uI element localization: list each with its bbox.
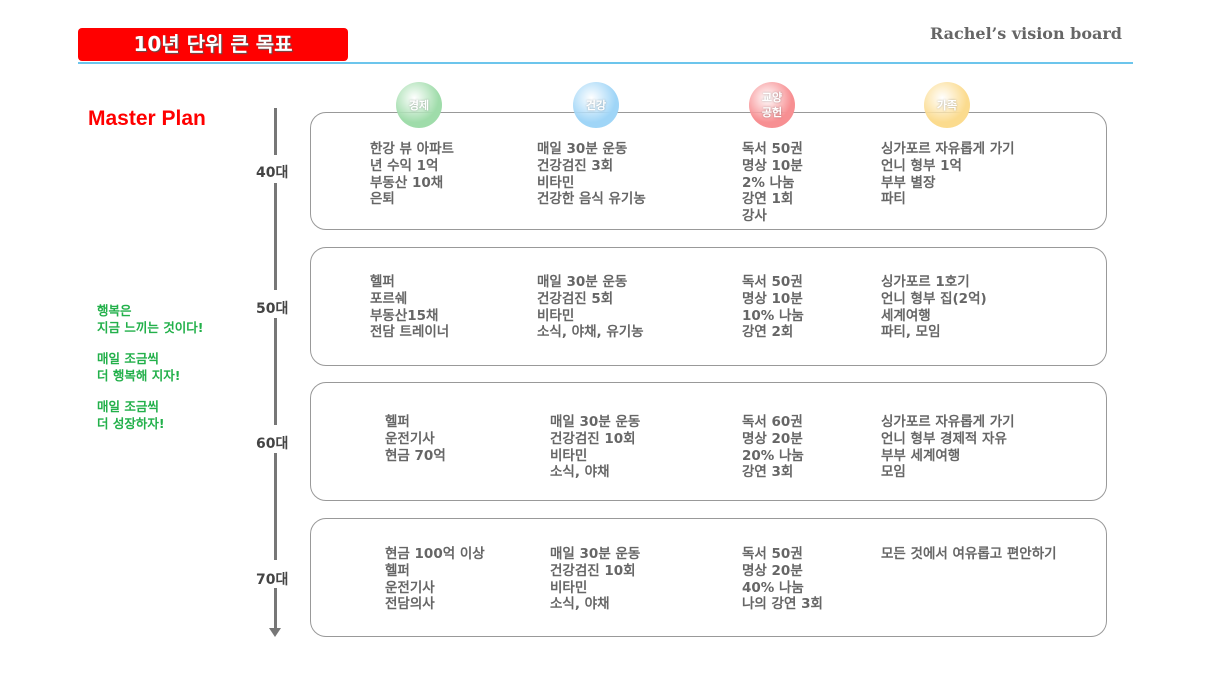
goal-cell: 헬퍼 포르쉐 부동산15채 전담 트레이너 bbox=[370, 274, 450, 341]
decade-row bbox=[310, 518, 1107, 637]
timeline-line bbox=[274, 588, 277, 630]
category-badge: 교양 공헌 bbox=[749, 82, 795, 128]
goal-cell: 헬퍼 운전기사 현금 70억 bbox=[385, 414, 446, 464]
category-badge: 가족 bbox=[924, 82, 970, 128]
goal-cell: 매일 30분 운동 건강검진 5회 비타민 소식, 야채, 유기농 bbox=[537, 274, 644, 341]
age-label: 60대 bbox=[256, 436, 289, 452]
decade-row bbox=[310, 247, 1107, 366]
goal-cell: 한강 뷰 아파트 년 수익 1억 부동산 10채 은퇴 bbox=[370, 141, 454, 208]
age-label: 50대 bbox=[256, 301, 289, 317]
quote-happiness: 행복은 지금 느끼는 것이다! bbox=[97, 303, 204, 335]
age-label: 70대 bbox=[256, 572, 289, 588]
timeline-line bbox=[274, 108, 277, 155]
header-divider bbox=[78, 62, 1133, 64]
goal-cell: 현금 100억 이상 헬퍼 운전기사 전담의사 bbox=[385, 546, 485, 613]
age-label: 40대 bbox=[256, 165, 289, 181]
category-badge: 건강 bbox=[573, 82, 619, 128]
timeline-line bbox=[274, 183, 277, 290]
goal-cell: 매일 30분 운동 건강검진 10회 비타민 소식, 야채 bbox=[550, 414, 641, 481]
goal-cell: 싱가포르 자유롭게 가기 언니 형부 경제적 자유 부부 세계여행 모임 bbox=[881, 414, 1015, 481]
goal-cell: 매일 30분 운동 건강검진 3회 비타민 건강한 음식 유기농 bbox=[537, 141, 646, 208]
category-badge: 경제 bbox=[396, 82, 442, 128]
goal-cell: 싱가포르 1호기 언니 형부 집(2억) 세계여행 파티, 모임 bbox=[881, 274, 987, 341]
decade-row bbox=[310, 112, 1107, 230]
quote-grow: 매일 조금씩 더 성장하자! bbox=[97, 399, 165, 431]
board-title: Rachel’s vision board bbox=[930, 24, 1122, 43]
goal-cell: 싱가포르 자유롭게 가기 언니 형부 1억 부부 별장 파티 bbox=[881, 141, 1015, 208]
goal-cell: 독서 50권 명상 10분 2% 나눔 강연 1회 강사 bbox=[742, 141, 803, 225]
decade-row bbox=[310, 382, 1107, 501]
timeline-line bbox=[274, 318, 277, 425]
goal-cell: 독서 60권 명상 20분 20% 나눔 강연 3회 bbox=[742, 414, 804, 481]
timeline-arrow-icon bbox=[269, 628, 281, 637]
master-plan-heading: Master Plan bbox=[88, 107, 206, 130]
quote-happier: 매일 조금씩 더 행복해 지자! bbox=[97, 351, 181, 383]
goal-cell: 매일 30분 운동 건강검진 10회 비타민 소식, 야채 bbox=[550, 546, 641, 613]
goal-cell: 모든 것에서 여유롭고 편안하기 bbox=[881, 546, 1057, 562]
goal-cell: 독서 50권 명상 20분 40% 나눔 나의 강연 3회 bbox=[742, 546, 823, 613]
timeline-line bbox=[274, 453, 277, 560]
title-banner: 10년 단위 큰 목표 bbox=[78, 28, 348, 61]
goal-cell: 독서 50권 명상 10분 10% 나눔 강연 2회 bbox=[742, 274, 804, 341]
